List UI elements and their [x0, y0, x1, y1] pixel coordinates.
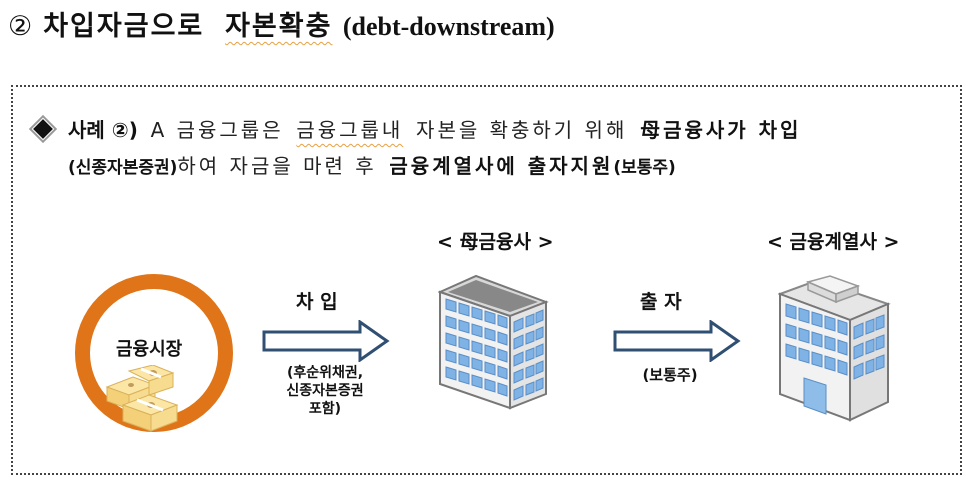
- parent-company-header: < 母금융사 >: [437, 231, 554, 253]
- borrowing-instruments-note: (후순위채권, 신종자본증권 포함): [286, 365, 364, 417]
- subsidiary-header: < 금융계열사 >: [767, 231, 900, 253]
- diamond-icon: [28, 114, 58, 144]
- arrow-right-icon: [262, 320, 390, 362]
- section-number: ②: [8, 11, 34, 42]
- money-stack-icon: [105, 365, 179, 432]
- case-line-2: (신종자본증권)하여 자금을 마련 후 금융계열사에 출자지원(보통주): [68, 154, 676, 178]
- case-line-1: 사례 ②) A 금융그룹은 금융그룹내 자본을 확충하기 위해 母금융사가 차입: [28, 112, 950, 148]
- arrow-right-icon: [613, 320, 741, 362]
- case-description: 사례 ②) A 금융그룹은 금융그룹내 자본을 확충하기 위해 母금융사가 차입…: [28, 112, 950, 186]
- financial-market-label: 금융시장: [116, 339, 183, 360]
- office-building-icon: [778, 275, 891, 422]
- case-box: [11, 85, 962, 475]
- common-stock-note: (보통주): [642, 366, 698, 384]
- office-building-icon: [438, 274, 549, 410]
- borrowing-label: 차 입: [296, 291, 338, 313]
- investment-label: 출 자: [640, 291, 682, 313]
